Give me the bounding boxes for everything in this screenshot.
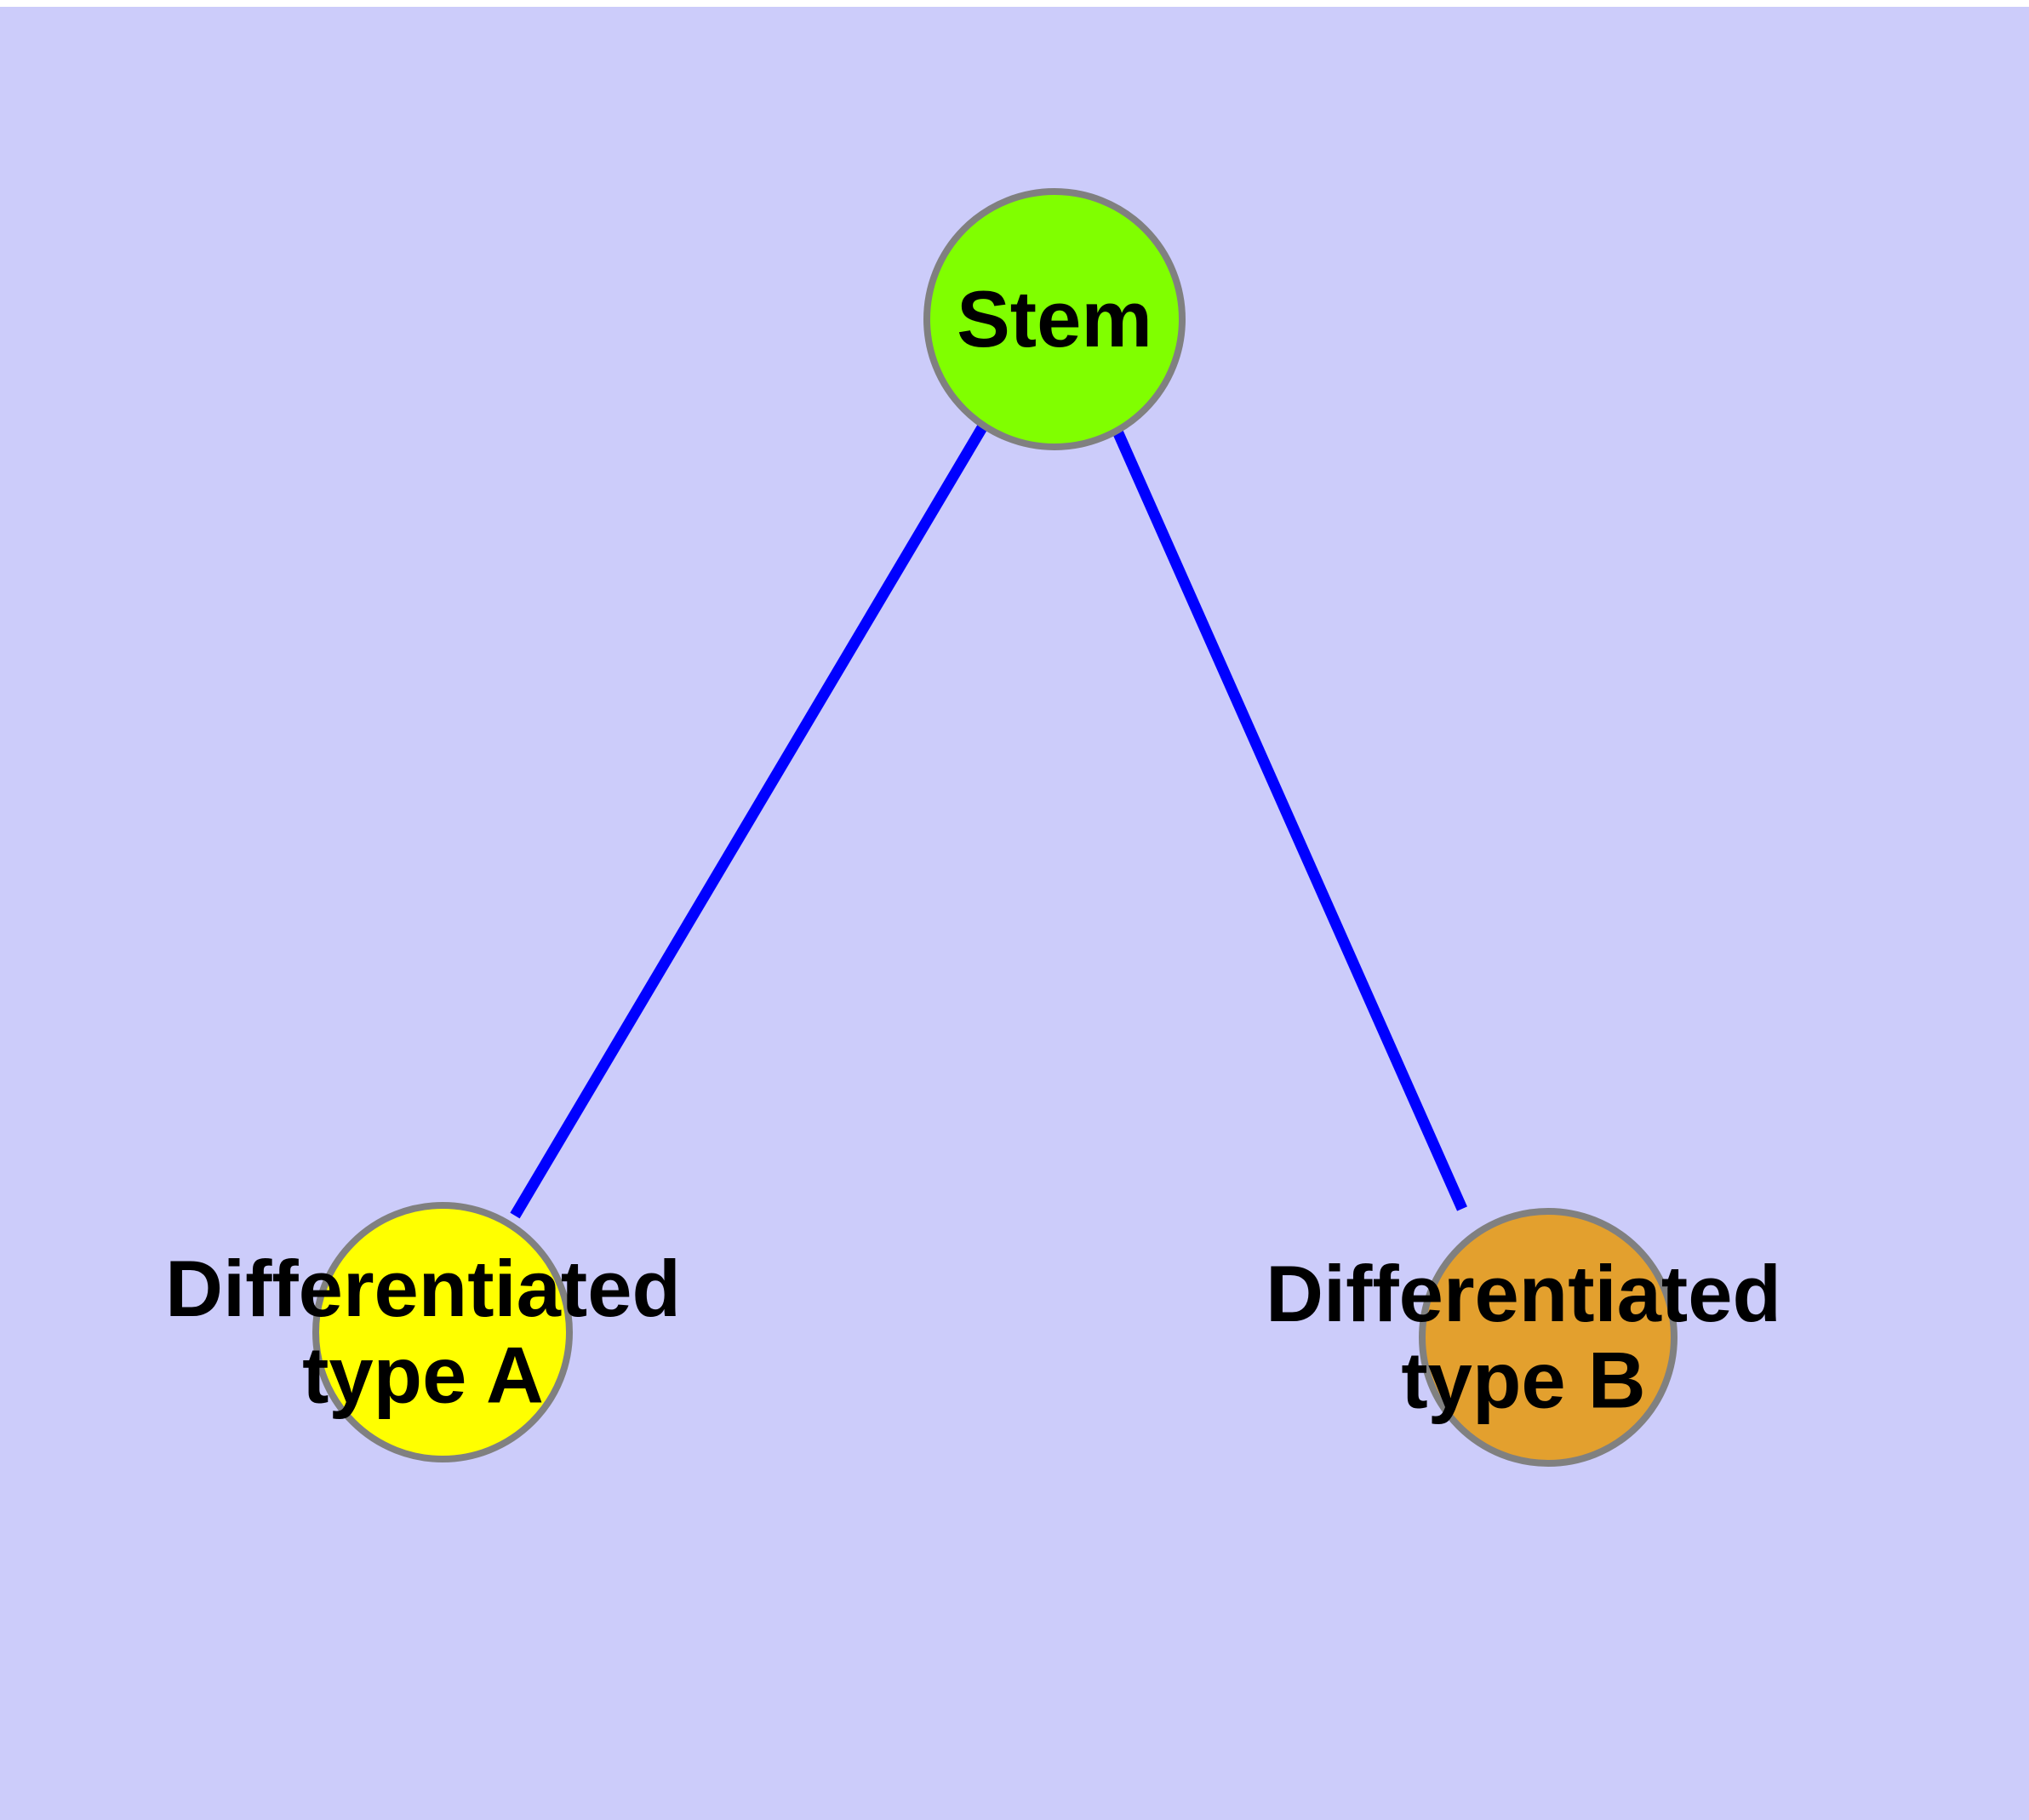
node-label-line: Differentiated (165, 1244, 681, 1333)
edge-group (510, 421, 1467, 1219)
node-label-line: type B (1401, 1336, 1645, 1425)
node-label-line: Differentiated (1266, 1249, 1781, 1338)
edge-stem-to-differentiated-type-b[interactable] (1110, 423, 1467, 1211)
node-differentiated-type-a[interactable] (312, 1202, 573, 1462)
node-label-line: Stem (957, 274, 1152, 363)
node-group (312, 188, 1677, 1467)
edge-stem-to-differentiated-type-a[interactable] (510, 421, 989, 1219)
node-label-stem: Stem (957, 274, 1152, 363)
node-differentiated-type-b[interactable] (1419, 1208, 1677, 1467)
node-label-line: type A (302, 1331, 544, 1420)
node-stem[interactable] (923, 188, 1186, 450)
